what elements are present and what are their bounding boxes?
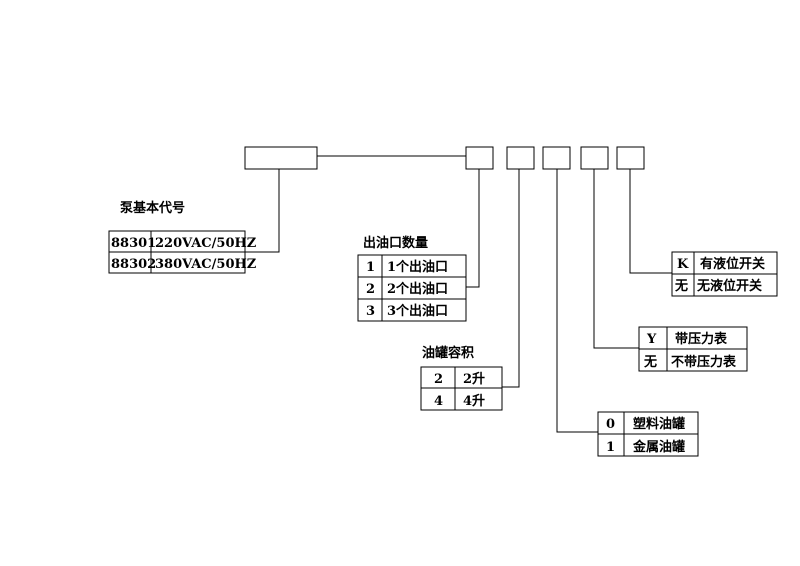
- code-box-pump: [244, 146, 318, 170]
- pump-code-1: 88301: [111, 236, 156, 251]
- pump-desc-2: 380VAC/50HZ: [155, 257, 257, 272]
- pump-table: 88301 220VAC/50HZ 88302 380VAC/50HZ: [108, 230, 257, 274]
- level-switch-table: K 有液位开关 无 无液位开关: [671, 251, 778, 297]
- code-box-level-switch: [616, 146, 645, 170]
- tank-table: 2 2升 4 4升: [420, 366, 503, 411]
- tank-material-desc-2: 金属油罐: [632, 439, 685, 455]
- connector-tank: [502, 169, 520, 388]
- level-switch-code-2: 无: [674, 279, 688, 294]
- tank-desc-1: 2升: [463, 371, 485, 387]
- level-switch-code-1: K: [677, 257, 689, 272]
- tank-material-table: 0 塑料油罐 1 金属油罐: [597, 411, 699, 457]
- connector-pump: [245, 169, 280, 253]
- pressure-gauge-code-1: Y: [646, 332, 657, 347]
- outlets-code-3: 3: [366, 304, 375, 319]
- tank-material-desc-1: 塑料油罐: [633, 416, 685, 432]
- connector-tank-material: [556, 169, 598, 433]
- code-box-tank: [506, 146, 535, 170]
- outlets-desc-3: 3个出油口: [387, 303, 448, 319]
- code-box-tank-material: [542, 146, 571, 170]
- outlets-code-2: 2: [366, 282, 375, 297]
- connector-pressure-gauge: [593, 169, 639, 349]
- pump-code-2: 88302: [111, 257, 156, 272]
- tank-material-code-2: 1: [606, 440, 615, 455]
- outlets-desc-1: 1个出油口: [387, 259, 448, 275]
- tank-code-1: 2: [434, 372, 443, 387]
- pump-desc-1: 220VAC/50HZ: [155, 236, 257, 251]
- pressure-gauge-desc-2: 不带压力表: [671, 354, 737, 370]
- pressure-gauge-table: Y 带压力表 无 不带压力表: [638, 326, 748, 372]
- tank-title: 油罐容积: [422, 345, 474, 361]
- pressure-gauge-code-2: 无: [643, 355, 657, 370]
- pressure-gauge-desc-1: 带压力表: [675, 331, 728, 347]
- pump-title: 泵基本代号: [120, 200, 185, 216]
- connector-level-switch: [629, 169, 672, 274]
- level-switch-desc-1: 有液位开关: [700, 256, 765, 272]
- tank-material-code-1: 0: [606, 417, 615, 432]
- outlets-code-1: 1: [366, 260, 375, 275]
- tank-code-2: 4: [434, 394, 443, 409]
- code-box-outlets: [465, 146, 494, 170]
- connector-outlets: [466, 169, 480, 288]
- outlets-desc-2: 2个出油口: [387, 281, 448, 297]
- outlets-title: 出油口数量: [363, 235, 428, 251]
- outlets-table: 1 1个出油口 2 2个出油口 3 3个出油口: [357, 254, 467, 322]
- tank-desc-2: 4升: [463, 393, 485, 409]
- code-box-pressure-gauge: [580, 146, 609, 170]
- level-switch-desc-2: 无液位开关: [696, 278, 762, 294]
